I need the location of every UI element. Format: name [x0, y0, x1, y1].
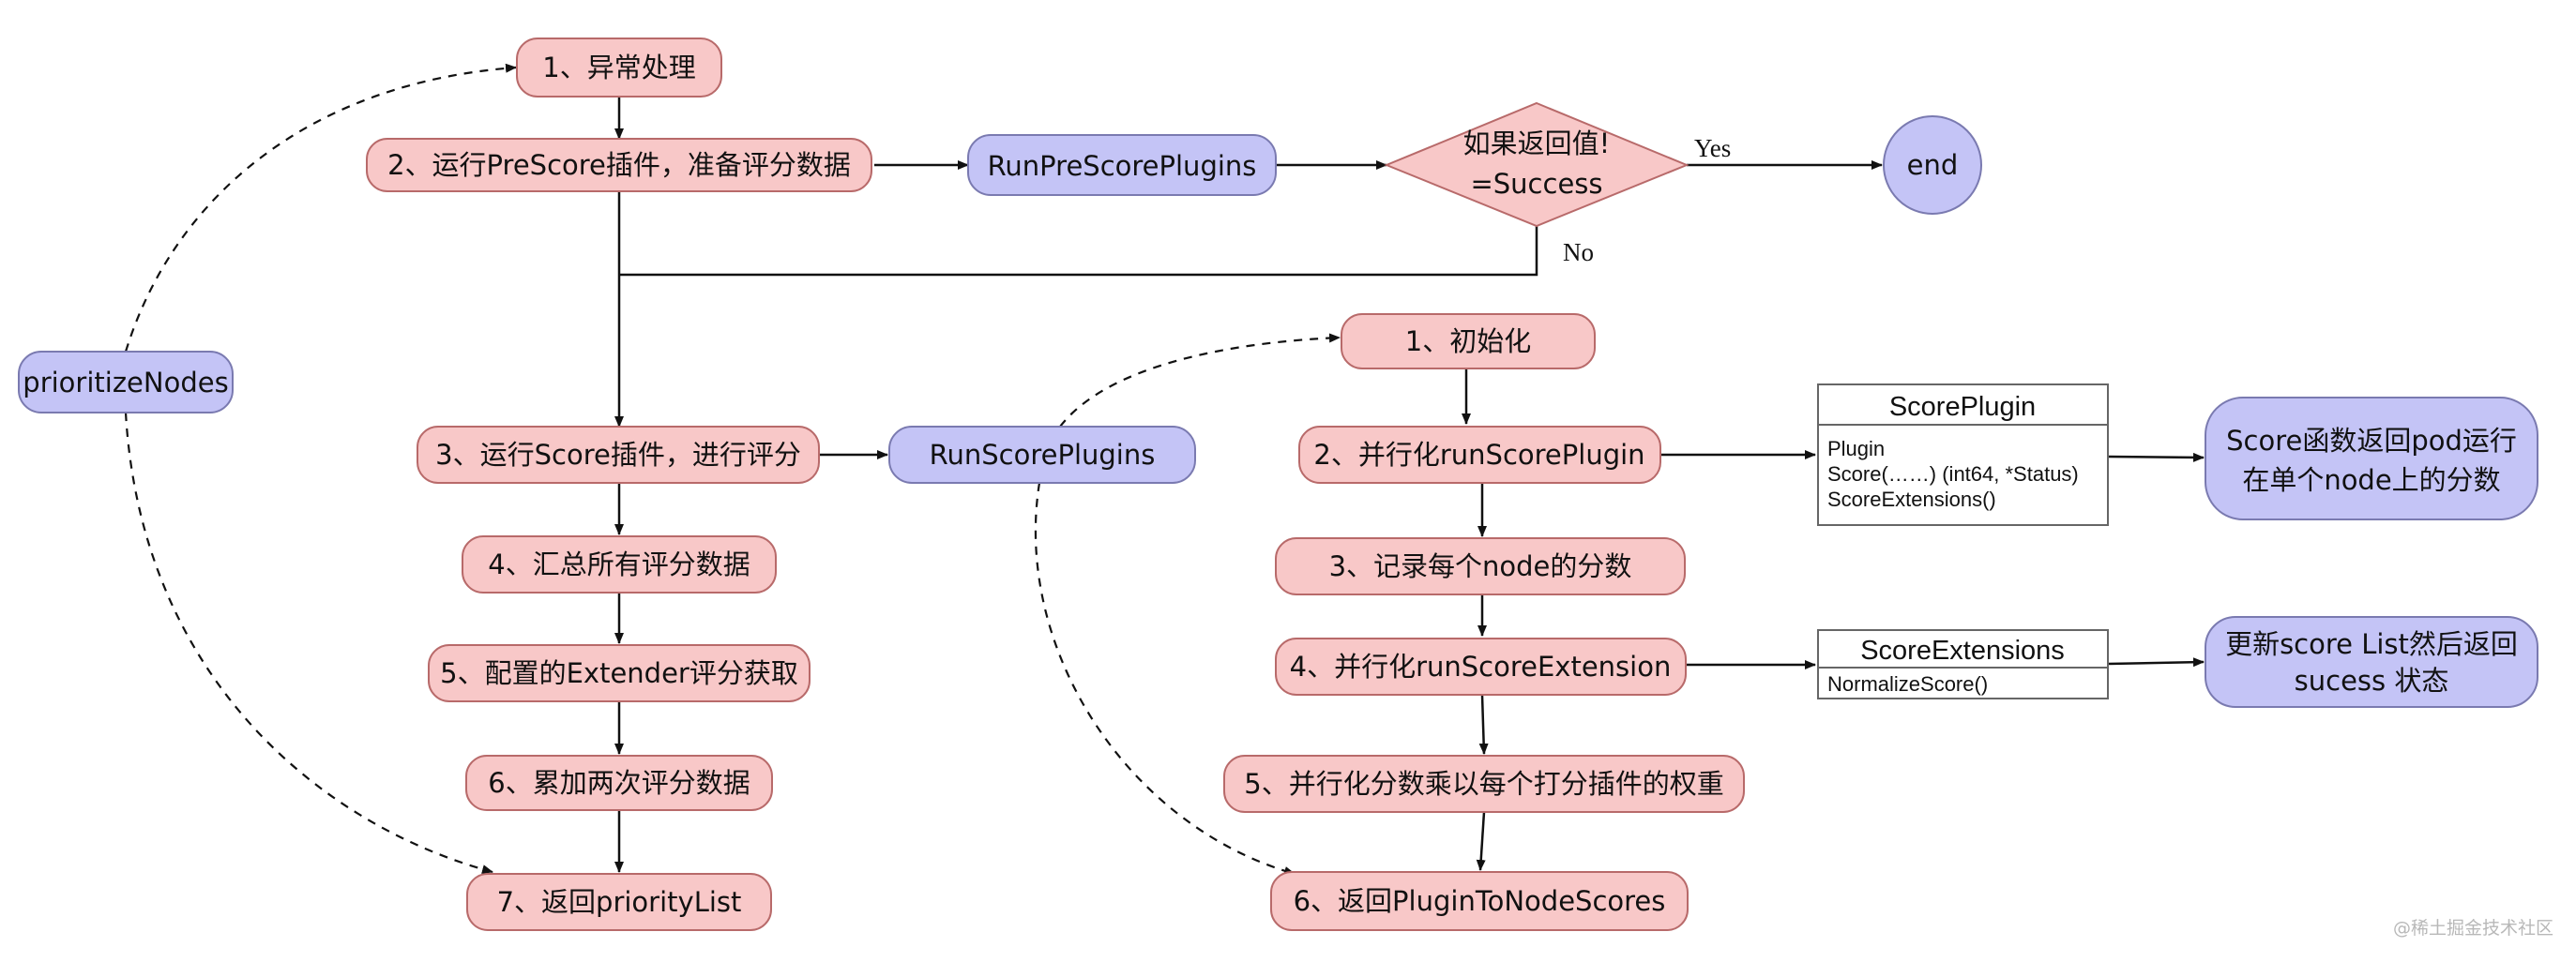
score-plugin-class[interactable]: ScorePlugin Plugin Score(……) (int64, *St…: [1817, 383, 2109, 526]
edge-inner4-inner5: [1478, 694, 1489, 755]
edge-score-plugin-result: [2107, 452, 2205, 462]
step5-box[interactable]: 5、配置的Extender评分获取: [428, 644, 811, 702]
edge-prioritize-step7: [124, 412, 493, 874]
watermark: @稀土掘金技术社区: [2393, 918, 2553, 939]
step5-label: 5、配置的Extender评分获取: [440, 657, 798, 689]
edge-decision-no: [619, 226, 1538, 277]
run-score-plugins-label: RunScorePlugins: [930, 439, 1156, 471]
step4-label: 4、汇总所有评分数据: [488, 549, 750, 580]
score-extensions-class[interactable]: ScoreExtensions NormalizeScore(): [1817, 629, 2109, 699]
run-score-plugins-box[interactable]: RunScorePlugins: [888, 426, 1196, 484]
edge-score-extensions-result: [2107, 657, 2205, 668]
step1-box[interactable]: 1、异常处理: [516, 38, 722, 98]
inner5-label: 5、并行化分数乘以每个打分插件的权重: [1244, 768, 1723, 800]
yes-label: Yes: [1694, 134, 1731, 162]
decision-line1: 如果返回值!: [1463, 128, 1611, 159]
score-plugin-item: Plugin: [1827, 437, 1885, 460]
step3-box[interactable]: 3、运行Score插件，进行评分: [417, 426, 820, 484]
connectors: [614, 97, 2205, 873]
inner3-label: 3、记录每个node的分数: [1329, 550, 1632, 582]
prioritize-nodes-label: prioritizeNodes: [23, 367, 228, 398]
decision-diamond[interactable]: 如果返回值! =Success: [1384, 101, 1690, 228]
edge-run-score-inner6: [1034, 482, 1296, 876]
dashed-connectors: [124, 63, 1341, 876]
end-node[interactable]: end: [1883, 115, 1982, 215]
no-label: No: [1563, 238, 1594, 266]
extension-result-line1: 更新score List然后返回: [2225, 628, 2518, 660]
decision-line2: =Success: [1470, 168, 1602, 200]
score-result-box[interactable]: Score函数返回pod运行 在单个node上的分数: [2205, 397, 2538, 520]
edge-prioritize-step1: [124, 63, 517, 353]
score-result-line1: Score函数返回pod运行: [2226, 425, 2517, 457]
score-plugin-item: Score(……) (int64, *Status): [1827, 462, 2079, 486]
inner1-label: 1、初始化: [1405, 325, 1531, 357]
inner2-label: 2、并行化runScorePlugin: [1313, 439, 1644, 471]
step2-box[interactable]: 2、运行PreScore插件，准备评分数据: [366, 138, 872, 192]
step1-label: 1、异常处理: [542, 52, 695, 83]
edge-inner5-inner6: [1476, 811, 1486, 871]
step4-box[interactable]: 4、汇总所有评分数据: [462, 535, 777, 594]
score-plugin-item: ScoreExtensions(): [1827, 488, 1996, 511]
inner6-box[interactable]: 6、返回PluginToNodeScores: [1270, 871, 1689, 931]
step6-box[interactable]: 6、累加两次评分数据: [465, 755, 773, 811]
score-extensions-title: ScoreExtensions: [1860, 636, 2065, 666]
inner5-box[interactable]: 5、并行化分数乘以每个打分插件的权重: [1223, 755, 1745, 813]
extension-result-line2: sucess 状态: [2295, 665, 2449, 697]
edge-run-score-inner1: [1059, 333, 1341, 428]
inner1-box[interactable]: 1、初始化: [1341, 313, 1596, 369]
inner2-box[interactable]: 2、并行化runScorePlugin: [1298, 426, 1661, 484]
end-label: end: [1907, 149, 1959, 181]
run-pre-score-plugins-label: RunPreScorePlugins: [988, 150, 1257, 182]
prioritize-nodes-box[interactable]: prioritizeNodes: [18, 351, 234, 413]
score-plugin-title: ScorePlugin: [1889, 392, 2036, 422]
step3-label: 3、运行Score插件，进行评分: [435, 439, 801, 471]
score-result-line2: 在单个node上的分数: [2242, 464, 2500, 496]
inner4-box[interactable]: 4、并行化runScoreExtension: [1275, 638, 1687, 696]
step7-box[interactable]: 7、返回priorityList: [466, 873, 772, 931]
extension-result-box[interactable]: 更新score List然后返回 sucess 状态: [2205, 616, 2538, 708]
inner3-box[interactable]: 3、记录每个node的分数: [1275, 537, 1686, 595]
step2-label: 2、运行PreScore插件，准备评分数据: [387, 149, 851, 181]
inner4-label: 4、并行化runScoreExtension: [1290, 651, 1672, 683]
score-extensions-item: NormalizeScore(): [1827, 672, 1988, 696]
step7-label: 7、返回priorityList: [497, 886, 742, 918]
step6-label: 6、累加两次评分数据: [488, 767, 750, 799]
run-pre-score-plugins-box[interactable]: RunPreScorePlugins: [967, 134, 1277, 196]
inner6-label: 6、返回PluginToNodeScores: [1294, 885, 1666, 917]
